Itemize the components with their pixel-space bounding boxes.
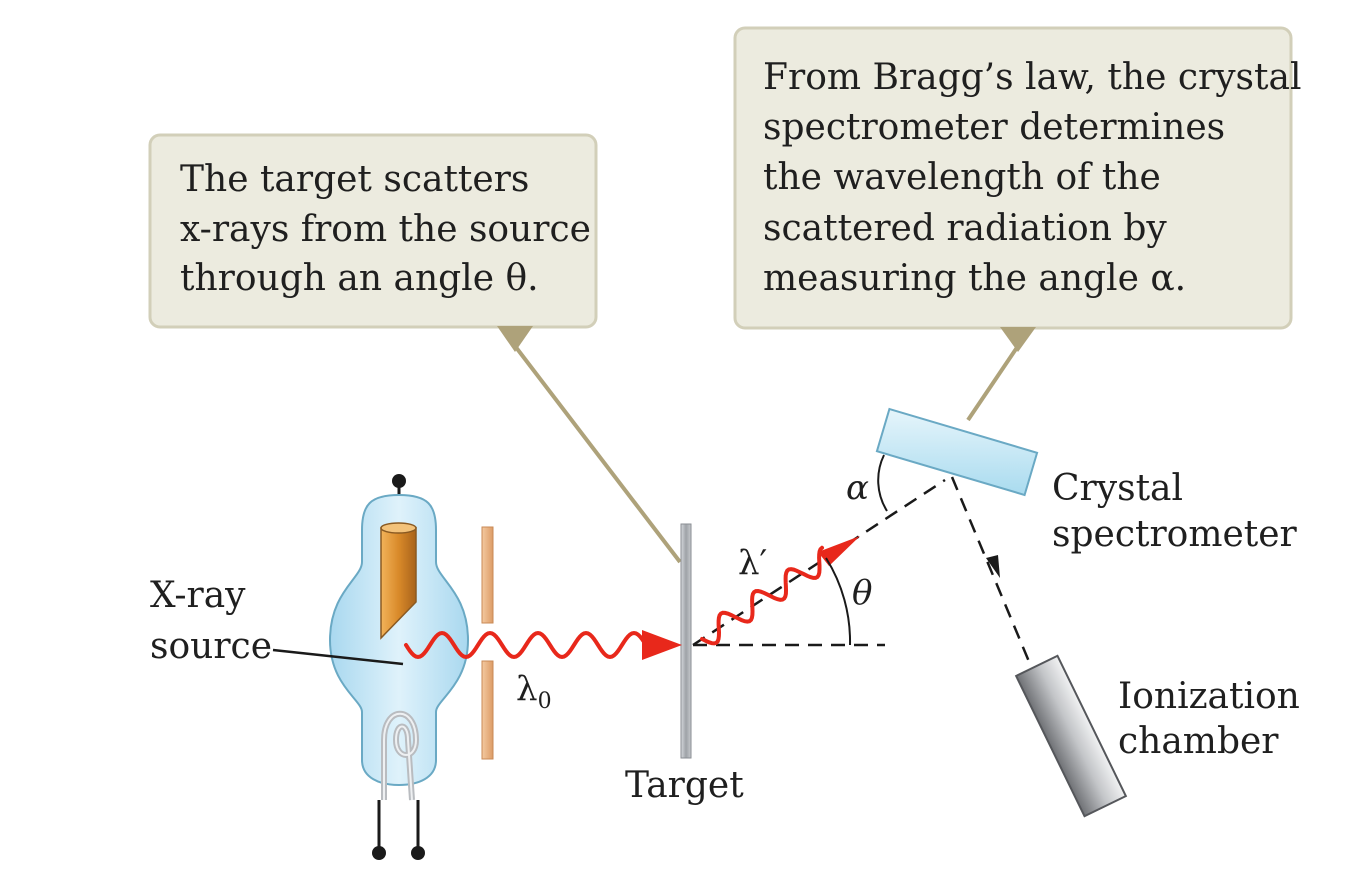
xray-source-label-line-2: source: [150, 626, 272, 667]
lambda-incident-symbol: λ0: [516, 669, 552, 714]
tube-bottom-terminal-left: [372, 846, 386, 860]
lambda-incident-letter: λ: [516, 669, 538, 709]
scattered-wave-arrowhead: [818, 536, 860, 566]
target-plate: [680, 523, 692, 759]
incident-wave-arrowhead: [642, 630, 682, 660]
spectrometer-callout-line-4: scattered radiation by: [763, 208, 1167, 249]
spectrometer-callout-line-3: the wavelength of the: [763, 157, 1161, 198]
target-callout-pointer: [513, 344, 682, 564]
xray-source-label-line-1: X-ray: [150, 575, 246, 616]
svg-text:X-ray source: X-ray source: [150, 575, 272, 667]
svg-text:Ionization chamber: Ionization chamber: [1118, 676, 1311, 762]
spectrometer-callout-pointer-notch: [1000, 327, 1036, 352]
svg-text:From Bragg’s law, the crystal: From Bragg’s law, the crystal spectromet…: [763, 57, 1313, 299]
tube-bottom-terminal-right: [411, 846, 425, 860]
theta-angle-arc: [825, 557, 852, 646]
target-callout-line-3: through an angle θ.: [180, 258, 539, 299]
ionization-chamber: [1014, 654, 1128, 818]
lambda-incident-subscript: 0: [538, 689, 552, 714]
crystal: [875, 407, 1039, 497]
scattered-wave: [700, 545, 824, 646]
alpha-symbol: α: [846, 468, 869, 508]
xray-source-pointer: [272, 648, 404, 666]
svg-text:The target scatters x-ra: The target scatters x-rays from the sour…: [180, 159, 602, 299]
tube-top-terminal: [392, 474, 406, 488]
tube-filament-highlight: [383, 712, 418, 801]
xray-tube: [328, 474, 470, 860]
collimator-slit-lower: [481, 660, 494, 760]
crystal-spectrometer-label-line-2: spectrometer: [1052, 514, 1298, 555]
target-label: Target: [625, 765, 744, 806]
crystal-spectrometer-label-line-1: Crystal: [1052, 468, 1183, 509]
theta-symbol: θ: [852, 573, 872, 613]
spectrometer-callout-line-2: spectrometer determines: [763, 107, 1225, 148]
ionization-chamber-label-line-2: chamber: [1118, 721, 1279, 762]
target-callout: The target scatters x-rays from the sour…: [148, 133, 682, 564]
target-callout-line-1: The target scatters: [180, 159, 529, 200]
ionization-chamber-label-line-1: Ionization: [1118, 676, 1300, 717]
spectrometer-callout: From Bragg’s law, the crystal spectromet…: [733, 26, 1313, 422]
target-callout-box: [148, 133, 598, 329]
collimator-slit-upper: [481, 526, 494, 624]
tube-glass-envelope: [328, 493, 470, 787]
diffracted-beam-line: [950, 476, 1032, 665]
target-callout-line-2: x-rays from the source: [180, 209, 591, 250]
alpha-angle-arc: [877, 454, 888, 512]
svg-text:Crystal spectrometer: Crystal spectrometer: [1052, 468, 1298, 555]
incident-wave: [404, 630, 648, 660]
tube-anode-top: [380, 522, 417, 534]
spectrometer-callout-pointer: [966, 344, 1020, 422]
diffracted-beam-arrowhead: [986, 555, 1000, 578]
lambda-scattered-symbol: λ′: [738, 543, 767, 583]
spectrometer-callout-line-1: From Bragg’s law, the crystal: [763, 57, 1301, 98]
spectrometer-callout-line-5: measuring the angle α.: [763, 258, 1186, 299]
target-callout-pointer-notch: [497, 326, 533, 352]
